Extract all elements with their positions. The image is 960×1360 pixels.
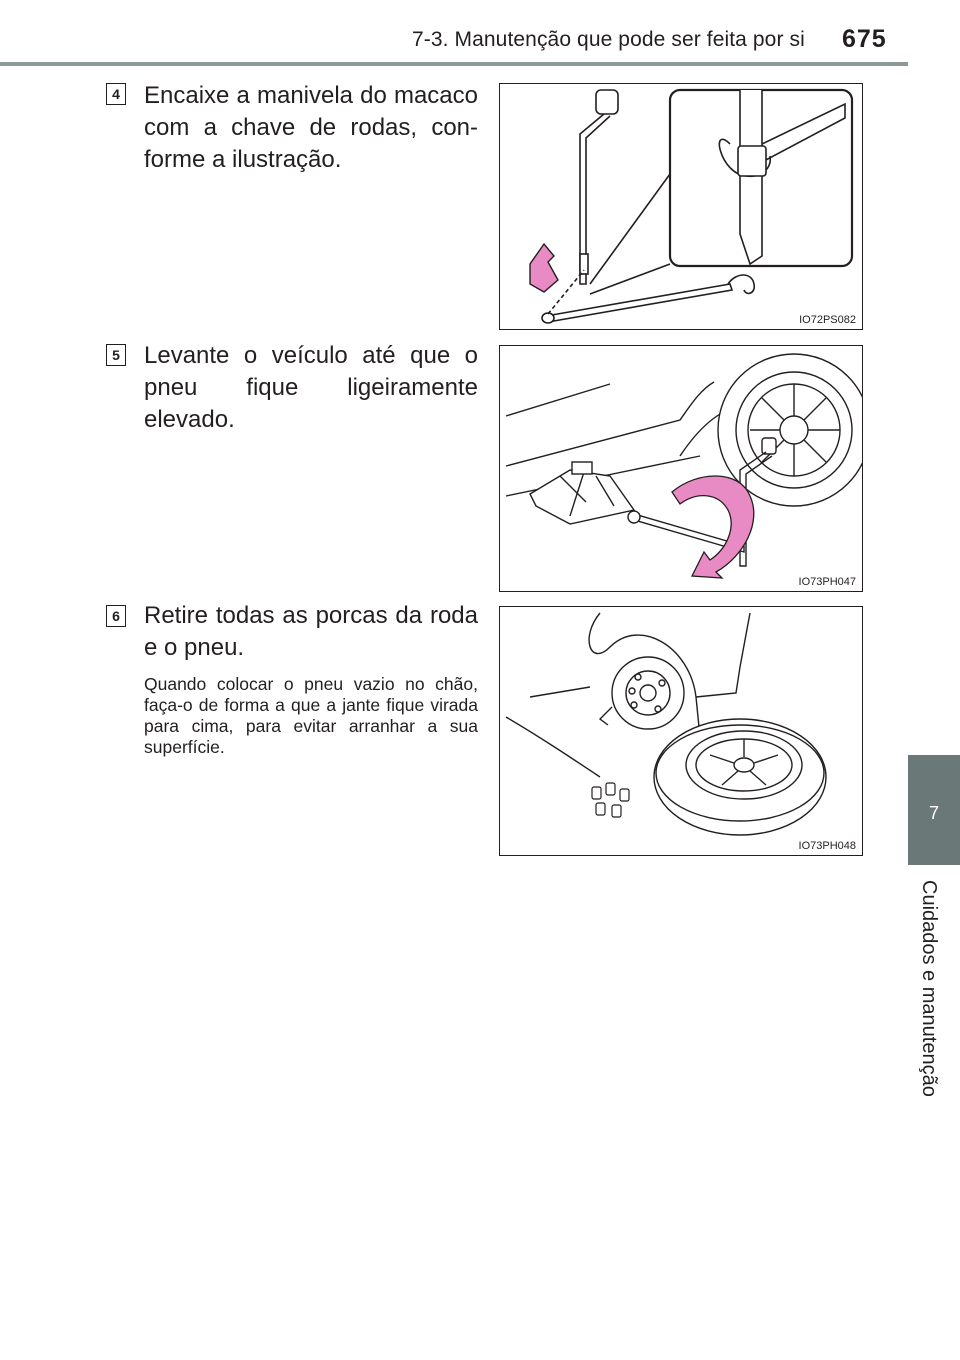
chapter-label: Cuidados e manutenção (918, 880, 940, 1097)
figure-jack-handle: IO72PS082 (499, 83, 863, 330)
wheel-nuts-icon (591, 782, 630, 818)
step-note: Quando colocar o pneu vazio no chão, faç… (144, 674, 478, 757)
raising-vehicle-jack-illustration (505, 353, 862, 579)
removed-wheel-nuts-illustration (505, 612, 827, 836)
step-instruction: Retire todas as porcas da roda e o pneu. (144, 602, 478, 661)
step-number-badge: 4 (106, 83, 126, 105)
chapter-tab[interactable]: 7 (908, 755, 960, 865)
header-divider (0, 62, 908, 66)
page-number: 675 (842, 25, 887, 53)
section-title: 7-3. Manutenção que pode ser feita por s… (412, 28, 805, 51)
figure-code: IO73PH048 (796, 840, 858, 852)
step-number-badge: 5 (106, 344, 126, 366)
jack-handle-wrench-illustration (529, 88, 854, 324)
figure-raising-vehicle: IO73PH047 (499, 345, 863, 592)
chapter-number: 7 (928, 803, 939, 823)
figure-code: IO73PH047 (796, 576, 858, 588)
figure-remove-wheel: IO73PH048 (499, 606, 863, 856)
step-instruction: Levante o veículo até que o pneu fique l… (144, 342, 478, 433)
step-number-badge: 6 (106, 605, 126, 627)
figure-code: IO72PS082 (797, 314, 858, 326)
step-instruction: Encaixe a manivela do macaco com a chave… (144, 82, 478, 173)
